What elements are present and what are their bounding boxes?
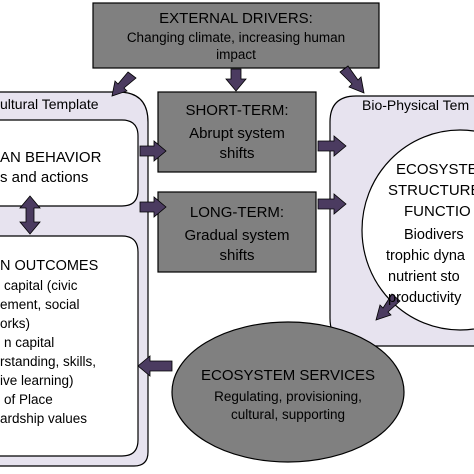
human-behavior-title: AN BEHAVIOR [0, 149, 102, 166]
outcomes-line: capital (civic [4, 278, 78, 293]
human-behavior-line1: s and actions [0, 169, 89, 186]
external-drivers-title: EXTERNAL DRIVERS: [159, 10, 313, 27]
short-term-line2: shifts [219, 145, 255, 162]
outcomes-line: ement, social [0, 297, 80, 312]
arrow-services-to-cultural [137, 355, 173, 377]
outcomes-line: rstanding, skills, [0, 354, 97, 369]
arrow-cultural-to-short-term [139, 140, 167, 162]
outcomes-line: ardship values [0, 411, 88, 426]
long-term-line1: Gradual system [184, 227, 290, 244]
arrow-drivers-to-short-term [225, 68, 247, 92]
ecosystem-line: FUNCTIO [404, 203, 471, 220]
arrow-behavior-outcomes [19, 195, 41, 235]
long-term-line2: shifts [219, 247, 255, 264]
arrow-drivers-to-biophysical [339, 65, 365, 94]
short-term-title: SHORT-TERM: [185, 102, 289, 119]
human-behavior-box [0, 119, 139, 207]
outcomes-line: orks) [0, 316, 30, 331]
ecosystem-structure-circle [361, 129, 474, 331]
external-drivers-line1: Changing climate, increasing human [126, 30, 346, 45]
arrow-cultural-to-long-term [139, 196, 167, 218]
ecosystem-detail-line: productivity [388, 290, 462, 306]
long-term-title: LONG-TERM: [189, 204, 285, 221]
ecosystem-services-line1: Regulating, provisioning, [214, 389, 362, 404]
arrow-drivers-to-cultural [111, 71, 137, 97]
human-outcomes-box [0, 235, 139, 457]
outcomes-line: ive learning) [0, 373, 74, 388]
short-term-box [157, 91, 317, 173]
short-term-line1: Abrupt system [189, 125, 285, 142]
ecosystem-line: ECOSYSTE [396, 161, 474, 178]
arrow-long-term-to-biophysical [317, 193, 347, 215]
ecosystem-services-ellipse [171, 321, 405, 463]
arrow-biophysical-to-services [375, 293, 401, 321]
ecosystem-detail-line: Biodivers [404, 227, 464, 243]
ecosystem-services-line2: cultural, supporting [230, 407, 346, 422]
arrow-short-term-to-biophysical [317, 135, 347, 157]
external-drivers-line2: impact [216, 47, 256, 62]
outcomes-line: of Place [4, 392, 53, 407]
long-term-box [157, 191, 317, 273]
human-outcomes-title: N OUTCOMES [0, 258, 99, 274]
ecosystem-line: STRUCTURE [388, 182, 474, 199]
ecosystem-detail-line: nutrient sto [388, 269, 460, 285]
outcomes-line: n capital [4, 335, 55, 350]
ecosystem-services-title: ECOSYSTEM SERVICES [201, 367, 375, 384]
external-drivers-box [92, 2, 380, 69]
cultural-template-label: ultural Template [0, 96, 99, 112]
ecosystem-detail-line: trophic dyna [386, 248, 465, 264]
biophysical-template-label: Bio-Physical Tem [362, 97, 470, 113]
